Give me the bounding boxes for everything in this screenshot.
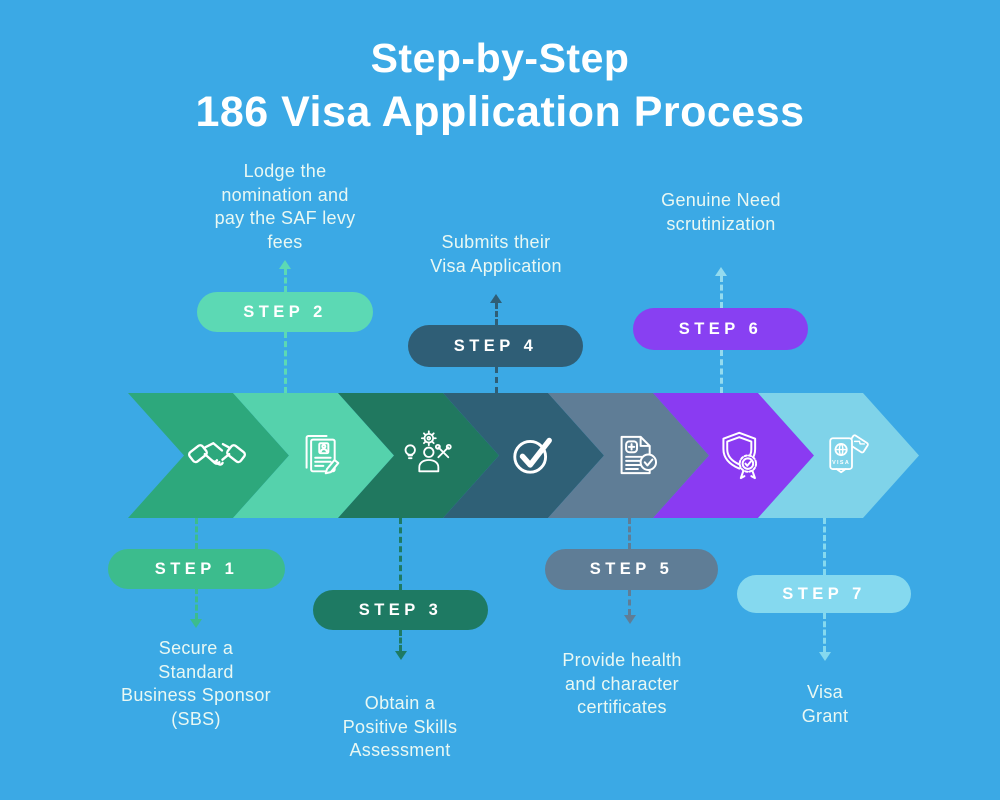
step-5-description: Provide health and character certificate… (562, 650, 682, 717)
step-6-connector-upper (719, 276, 723, 308)
step-3-description: Obtain a Positive Skills Assessment (342, 693, 458, 760)
handshake-icon (188, 426, 246, 484)
skills-assessment-icon (398, 426, 456, 484)
step-7-connector-lower (823, 613, 826, 652)
step-3-pill: STEP 3 (313, 590, 488, 630)
step-6-pill: STEP 6 (633, 308, 808, 350)
step-4-pill: STEP 4 (408, 325, 583, 367)
step-5-pill: STEP 5 (545, 549, 718, 590)
page-title: Step-by-Step 186 Visa Application Proces… (0, 32, 1000, 140)
step-1-connector-upper (194, 518, 198, 549)
shield-badge-icon (713, 426, 771, 484)
step-7-connector-upper (823, 518, 826, 575)
step-3-arrowhead-icon (394, 651, 407, 660)
health-certificate-icon (608, 426, 666, 484)
step-1-arrowhead-icon (190, 619, 202, 628)
step-3-label: STEP 3 (358, 600, 443, 619)
step-1-connector-lower (194, 588, 198, 619)
step-2-arrowhead-icon (279, 260, 291, 269)
step-3-connector-lower (399, 630, 402, 651)
step-6-arrowhead-icon (715, 267, 727, 276)
step-4-connector-upper (494, 303, 498, 325)
step-2-description: Lodge the nomination and pay the SAF lev… (214, 161, 356, 252)
step-2-pill: STEP 2 (197, 292, 373, 332)
step-7-description: Visa Grant (801, 682, 849, 726)
svg-text:VISA: VISA (832, 460, 850, 466)
step-1-label: STEP 1 (154, 559, 239, 578)
title-line-2: 186 Visa Application Process (195, 88, 805, 136)
step-1-pill: STEP 1 (108, 549, 285, 589)
step-2-label: STEP 2 (243, 302, 327, 321)
step-5-connector-upper (628, 518, 631, 549)
step-6-connector-lower (719, 350, 723, 393)
step-2-connector-lower (283, 332, 287, 393)
step-5-label: STEP 5 (589, 560, 674, 578)
step-4-label: STEP 4 (453, 336, 538, 355)
step-5-connector-lower (628, 590, 631, 615)
step-7-arrowhead-icon (818, 652, 831, 661)
step-4-connector-lower (494, 367, 498, 393)
nomination-document-icon (293, 426, 351, 484)
step-4-arrowhead-icon (490, 294, 502, 303)
passport-visa-icon: VISA (818, 426, 876, 484)
step-7-pill: STEP 7 (737, 575, 911, 613)
step-2-connector-upper (283, 269, 287, 292)
step-1-description: Secure a Standard Business Sponsor (SBS) (121, 638, 271, 729)
step-7-label: STEP 7 (782, 584, 866, 603)
check-circle-icon (503, 426, 561, 484)
step-5-arrowhead-icon (623, 615, 636, 624)
step-6-label: STEP 6 (678, 319, 763, 338)
step-4-description: Submits their Visa Application (430, 232, 562, 276)
title-line-1: Step-by-Step (370, 35, 630, 81)
step-3-connector-upper (399, 518, 402, 590)
step-6-description: Genuine Need scrutinization (661, 190, 781, 234)
